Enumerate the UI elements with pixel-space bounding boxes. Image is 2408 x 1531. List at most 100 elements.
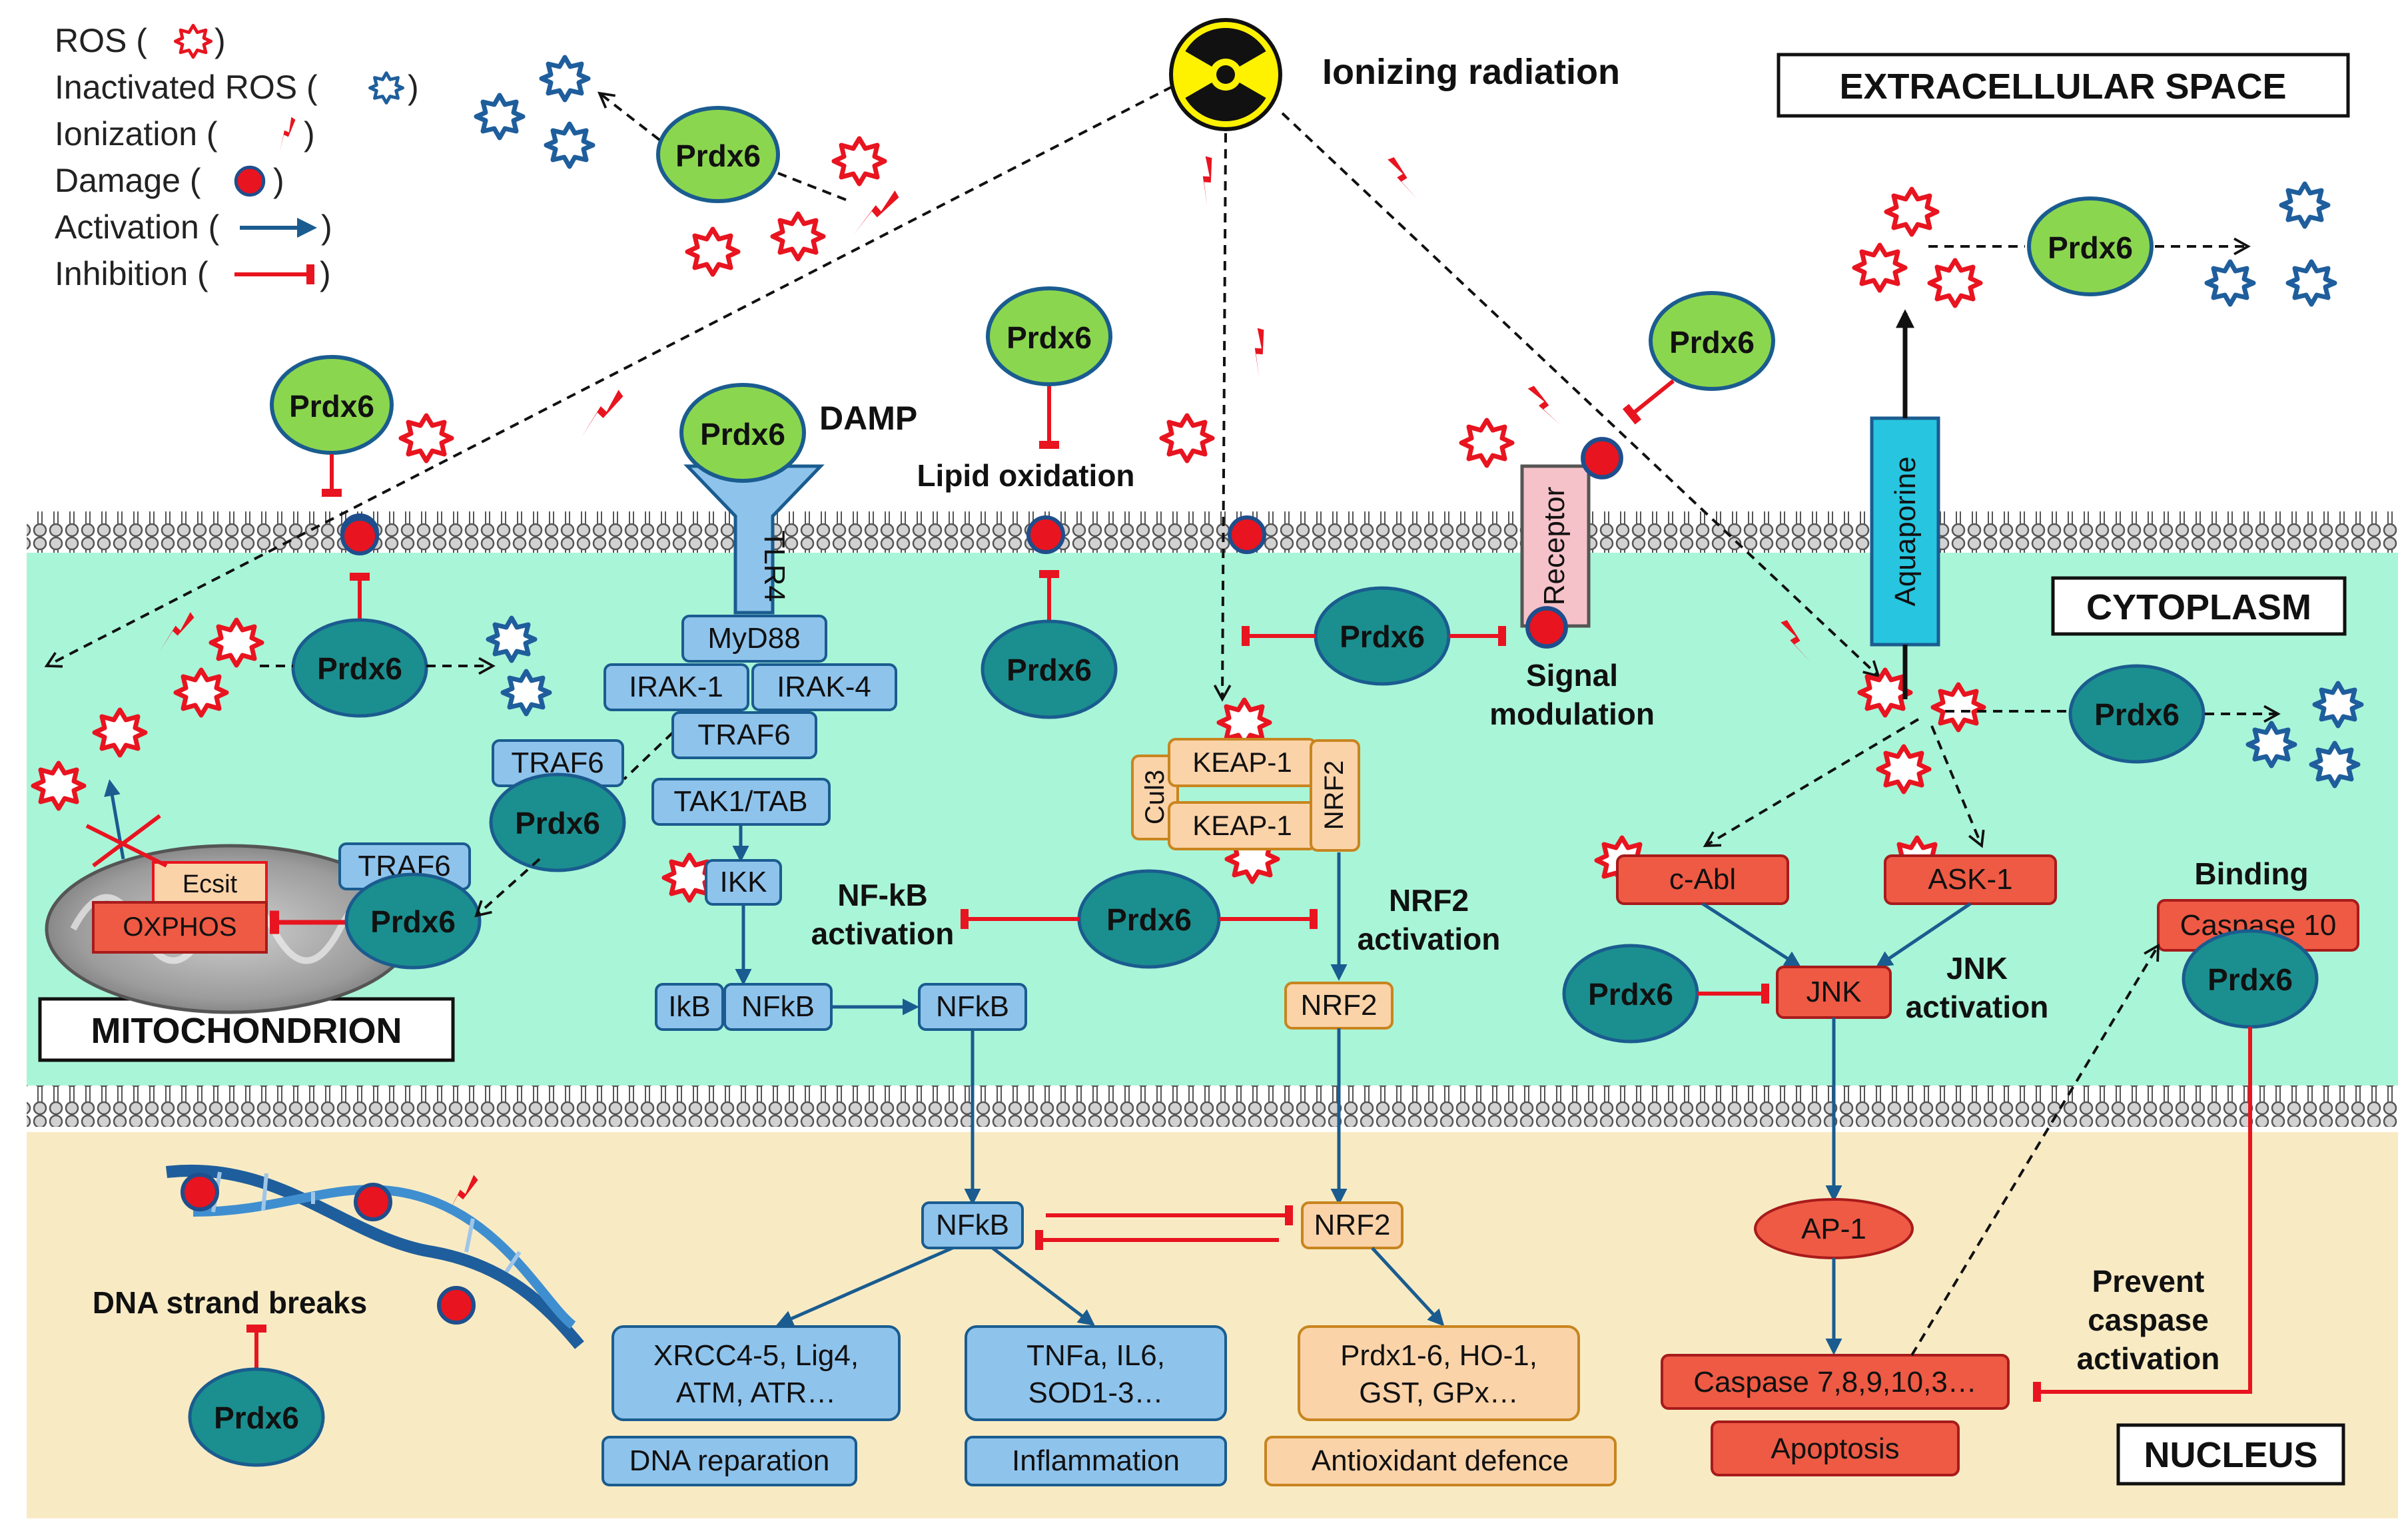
- label-nucleus: NUCLEUS: [2144, 1435, 2317, 1475]
- svg-text:XRCC4-5, Lig4,: XRCC4-5, Lig4,: [653, 1339, 859, 1372]
- svg-text:Prdx6: Prdx6: [289, 389, 374, 424]
- svg-text:ATM, ATR…: ATM, ATR…: [676, 1377, 836, 1409]
- ros-icon: [175, 25, 210, 57]
- nfkb-activation-2: activation: [811, 916, 955, 951]
- svg-text:Prdx6: Prdx6: [2048, 230, 2133, 265]
- prdx6-extracellular-top: Prdx6: [597, 91, 847, 203]
- caspase10-binding: Binding Caspase 10 Prdx6 Prevent caspase…: [1910, 856, 2359, 1402]
- cyto-right-prdx6: Prdx6: [1945, 664, 2281, 764]
- antioxidant-defence-label: Antioxidant defence: [1312, 1444, 1569, 1477]
- membrane-receptor: Receptor: [1520, 439, 1621, 646]
- damp-label: DAMP: [819, 400, 917, 437]
- prdx6-membrane-left: Prdx6: [270, 355, 394, 550]
- legend-inhibition: Inhibition (: [55, 255, 208, 292]
- svg-text:Prdx6: Prdx6: [1006, 653, 1092, 687]
- cul3-label: Cul3: [1140, 770, 1170, 824]
- legend-close: ): [273, 162, 284, 199]
- signal-label-2: modulation: [1489, 697, 1655, 731]
- keap1-top: KEAP-1: [1192, 747, 1292, 778]
- radiation-rays: [44, 85, 1880, 702]
- oxphos-label: OXPHOS: [123, 912, 236, 942]
- legend-close: ): [320, 255, 331, 292]
- receptor-label: Receptor: [1538, 487, 1571, 606]
- svg-text:Prdx6: Prdx6: [1340, 619, 1425, 654]
- cyto-signal-prdx6: Prdx6 Signal modulation: [1242, 586, 1655, 731]
- legend-inactivated-ros: Inactivated ROS (: [55, 69, 318, 106]
- svg-text:Prdx6: Prdx6: [1588, 977, 1673, 1012]
- prevent-label-1: Prevent: [2092, 1264, 2205, 1299]
- traf6-box: TRAF6: [697, 719, 790, 751]
- prevent-label-3: activation: [2077, 1341, 2220, 1376]
- label-cytoplasm: CYTOPLASM: [2086, 587, 2311, 627]
- prdx6-center-pathway: Prdx6: [961, 869, 1318, 969]
- inflammation-label: Inflammation: [1012, 1444, 1180, 1477]
- svg-text:Prdx1-6, HO-1,: Prdx1-6, HO-1,: [1340, 1339, 1537, 1372]
- traf6-group: TRAF6 Prdx6 TRAF6 Prdx6: [338, 731, 674, 970]
- svg-text:Prdx6: Prdx6: [317, 651, 402, 686]
- legend-ionization: Ionization (: [55, 115, 218, 153]
- ikb-box: IkB: [668, 990, 711, 1023]
- tak1-box: TAK1/TAB: [673, 785, 807, 818]
- region-labels: EXTRACELLULAR SPACE CYTOPLASM MITOCHONDR…: [38, 53, 2350, 1486]
- legend-close: ): [408, 69, 419, 106]
- apoptosis-box: Apoptosis: [1771, 1432, 1899, 1465]
- nrf2-cyto-box: NRF2: [1301, 989, 1378, 1022]
- dna-reparation-label: DNA reparation: [629, 1444, 830, 1477]
- tlr4-label: TLR4: [758, 530, 791, 602]
- c-abl-box: c-Abl: [1669, 863, 1736, 896]
- binding-label: Binding: [2194, 856, 2308, 891]
- legend: ROS ( ) Inactivated ROS ( ) Ionization (…: [55, 22, 419, 292]
- nuclear-membrane: [27, 1085, 2398, 1127]
- dna-strand-breaks-label: DNA strand breaks: [93, 1285, 367, 1320]
- aquaporine-channel: Aquaporine: [1870, 309, 1940, 699]
- label-extracellular: EXTRACELLULAR SPACE: [1839, 67, 2286, 107]
- nrf2-activation-2: activation: [1358, 922, 1501, 956]
- caspase-set-box: Caspase 7,8,9,10,3…: [1693, 1366, 1977, 1398]
- nrf2-pathway: Cul3 KEAP-1 KEAP-1 NRF2 NRF2 activation …: [1131, 738, 1501, 1205]
- legend-close: ): [214, 22, 226, 59]
- myd88-box: MyD88: [707, 622, 800, 655]
- prevent-label-2: caspase: [2088, 1303, 2209, 1337]
- cyto-left-prdx6: Prdx6: [260, 519, 496, 718]
- nrf2-nucleus-box: NRF2: [1314, 1209, 1391, 1241]
- svg-text:Prdx6: Prdx6: [2094, 697, 2180, 732]
- legend-close: ): [304, 115, 315, 153]
- svg-text:Prdx6: Prdx6: [515, 806, 600, 840]
- signal-label-1: Signal: [1526, 658, 1618, 693]
- damage-icon: [236, 167, 264, 195]
- irak1-box: IRAK-1: [629, 671, 723, 703]
- svg-text:Prdx6: Prdx6: [1106, 902, 1192, 937]
- ecsit-label: Ecsit: [183, 870, 238, 898]
- cyto-lipid-prdx6: Prdx6: [981, 570, 1118, 719]
- nfkb-activation-1: NF-kB: [837, 878, 927, 912]
- svg-text:SOD1-3…: SOD1-3…: [1028, 1377, 1164, 1409]
- svg-text:Prdx6: Prdx6: [2207, 962, 2293, 997]
- svg-text:Prdx6: Prdx6: [214, 1400, 299, 1435]
- svg-text:Prdx6: Prdx6: [700, 417, 785, 452]
- jnk-activation-2: activation: [1906, 990, 2049, 1024]
- plasma-membrane: [27, 511, 2398, 553]
- jnk-activation-1: JNK: [1946, 951, 2008, 986]
- ionizing-radiation-label: Ionizing radiation: [1322, 52, 1620, 92]
- jnk-pathway: c-Abl ASK-1 JNK JNK activation Prdx6 AP-…: [1562, 718, 2057, 1476]
- keap1-bottom: KEAP-1: [1192, 810, 1292, 841]
- tlr4-receptor: Prdx6 DAMP TLR4: [679, 383, 917, 615]
- prdx6-extracellular-right: Prdx6: [1928, 196, 2251, 296]
- label-mitochondrion: MITOCHONDRION: [91, 1011, 402, 1051]
- nucleus-nfkb-nrf2: NFkB NRF2: [776, 1201, 1445, 1327]
- svg-text:TNFa, IL6,: TNFa, IL6,: [1026, 1339, 1165, 1372]
- legend-damage: Damage (: [55, 162, 201, 199]
- legend-ros: ROS (: [55, 22, 147, 59]
- lipid-oxidation-label: Lipid oxidation: [917, 458, 1134, 493]
- nrf2-activation-1: NRF2: [1389, 883, 1469, 918]
- radiation-source: Ionizing radiation: [1169, 18, 1620, 131]
- nfkb-nucleus-box: NFkB: [936, 1209, 1009, 1241]
- nfkb-cyto-1: NFkB: [741, 990, 815, 1023]
- svg-text:Prdx6: Prdx6: [1669, 325, 1755, 360]
- irak4-box: IRAK-4: [777, 671, 871, 703]
- ask1-box: ASK-1: [1928, 863, 2012, 896]
- nrf2-vertical: NRF2: [1320, 761, 1349, 830]
- dna-strand: DNA strand breaks Prdx6: [93, 1164, 584, 1467]
- ap1-box: AP-1: [1801, 1213, 1866, 1245]
